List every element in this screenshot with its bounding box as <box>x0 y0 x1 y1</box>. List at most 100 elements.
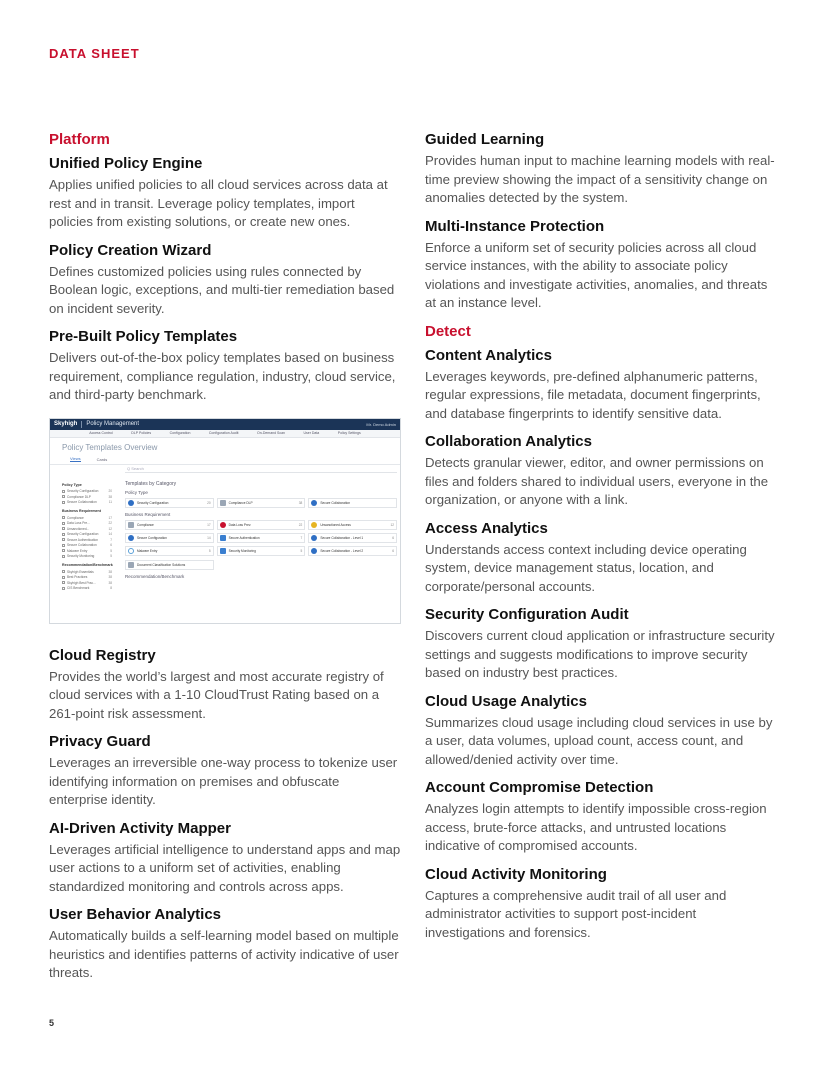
feature-ai-activity-mapper: AI-Driven Activity Mapper Leverages arti… <box>49 819 401 897</box>
nav-item: Access Control <box>89 431 113 435</box>
feature-cloud-registry: Cloud Registry Provides the world’s larg… <box>49 646 401 724</box>
feature-multi-instance-protection: Multi-Instance Protection Enforce a unif… <box>425 217 777 313</box>
screenshot-logo: Skyhigh <box>54 421 78 427</box>
filter-row: Data Loss Pre...22 <box>62 521 112 527</box>
feature-collaboration-analytics: Collaboration Analytics Detects granular… <box>425 432 777 510</box>
feature-title: Cloud Registry <box>49 646 156 664</box>
feature-description: Leverages keywords, pre-defined alphanum… <box>425 368 761 421</box>
tab-cards: Cards <box>96 456 108 462</box>
feature-content-analytics: Content Analytics Leverages keywords, pr… <box>425 346 777 424</box>
screenshot-search: Q Search <box>125 465 397 473</box>
right-column: Guided Learning Provides human input to … <box>425 130 777 951</box>
feature-title: Content Analytics <box>425 346 552 364</box>
feature-account-compromise-detection: Account Compromise Detection Analyzes lo… <box>425 778 777 856</box>
feature-description: Applies unified policies to all cloud se… <box>49 177 388 229</box>
nav-item: Configuration Audit <box>208 431 239 435</box>
feature-title: AI-Driven Activity Mapper <box>49 819 231 837</box>
feature-description: Analyzes login attempts to identify impo… <box>425 801 767 853</box>
feature-title: Collaboration Analytics <box>425 433 592 450</box>
feature-description: Understands access context including dev… <box>425 541 747 594</box>
feature-description: Automatically builds a self-learning mod… <box>49 928 399 980</box>
feature-title: Security Configuration Audit <box>425 606 629 623</box>
filter-heading: Recommendation/Benchmark <box>62 563 113 567</box>
feature-title: Cloud Activity Monitoring <box>425 865 607 883</box>
page-number: 5 <box>49 1018 55 1028</box>
filter-heading: Business Requirement <box>62 509 101 513</box>
feature-description: Captures a comprehensive audit trail of … <box>425 887 727 940</box>
nav-item: DLP Policies <box>131 431 152 435</box>
policy-management-screenshot: Skyhigh Policy Management Mr. Demo Admin… <box>49 417 401 624</box>
filter-heading: Policy Type <box>62 482 82 487</box>
feature-cloud-usage-analytics: Cloud Usage Analytics Summarizes cloud u… <box>425 692 777 770</box>
section-heading-detect: Detect <box>425 322 471 340</box>
feature-description: Defines customized policies using rules … <box>49 263 395 316</box>
template-card: Secure Collaboration <box>308 497 397 508</box>
nav-item: User Data <box>303 431 320 435</box>
screenshot-top-bar: Skyhigh Policy Management Mr. Demo Admin <box>50 418 400 430</box>
feature-title: User Behavior Analytics <box>49 906 222 923</box>
template-card: Data Loss Prev.22 <box>216 519 306 530</box>
nav-item: Policy Settings <box>337 431 361 435</box>
screenshot-main-panel: Templates by Category Policy Type Securi… <box>125 479 397 582</box>
feature-title: Pre-Built Policy Templates <box>49 328 238 345</box>
feature-description: Summarizes cloud usage including cloud s… <box>425 714 773 767</box>
feature-description: Leverages an irreversible one-way proces… <box>49 755 398 807</box>
feature-access-analytics: Access Analytics Understands access cont… <box>425 519 777 597</box>
nav-item: Configuration <box>169 431 191 435</box>
feature-description: Discovers current cloud application or i… <box>425 628 775 680</box>
feature-title: Policy Creation Wizard <box>49 241 212 259</box>
feature-policy-creation-wizard: Policy Creation Wizard Defines customize… <box>49 241 401 319</box>
tab-views: Views <box>70 456 81 462</box>
screenshot-app-title: Policy Management <box>86 421 140 427</box>
templates-heading: Templates by Category <box>125 480 177 487</box>
screenshot-user: Mr. Demo Admin <box>366 421 396 427</box>
template-card: Document Classification Solutions <box>125 559 214 570</box>
feature-cloud-activity-monitoring: Cloud Activity Monitoring Captures a com… <box>425 865 777 943</box>
feature-description: Detects granular viewer, editor, and own… <box>425 455 769 507</box>
extra-cards: Document Classification Solutions <box>125 559 397 570</box>
document-type-label: DATA SHEET <box>49 46 140 61</box>
feature-title: Cloud Usage Analytics <box>425 692 587 710</box>
business-requirement-label: Business Requirement <box>125 511 171 517</box>
feature-unified-policy-engine: Unified Policy Engine Applies unified po… <box>49 154 401 232</box>
screenshot-nav: Access Control DLP Policies Configuratio… <box>50 429 400 438</box>
filter-row: Skyhigh Best Prac...38 <box>62 580 112 586</box>
feature-security-configuration-audit: Security Configuration Audit Discovers c… <box>425 605 777 683</box>
feature-title: Multi-Instance Protection <box>425 217 605 235</box>
feature-title: Privacy Guard <box>49 733 151 750</box>
left-column: Platform Unified Policy Engine Applies u… <box>49 130 401 992</box>
filter-row: Unsanctioned...12 <box>62 526 112 532</box>
feature-description: Provides the world’s largest and most ac… <box>49 668 384 721</box>
policy-type-label: Policy Type <box>125 489 148 495</box>
feature-title: Access Analytics <box>425 519 548 537</box>
divider <box>81 420 83 428</box>
feature-privacy-guard: Privacy Guard Leverages an irreversible … <box>49 732 401 810</box>
recommendation-label: Recommendation/Benchmark <box>125 573 185 579</box>
section-heading-platform: Platform <box>49 131 110 148</box>
feature-pre-built-policy-templates: Pre-Built Policy Templates Delivers out-… <box>49 327 401 405</box>
screenshot-tabs: Views Cards <box>50 455 400 465</box>
nav-item: On-Demand Scan <box>256 431 285 435</box>
